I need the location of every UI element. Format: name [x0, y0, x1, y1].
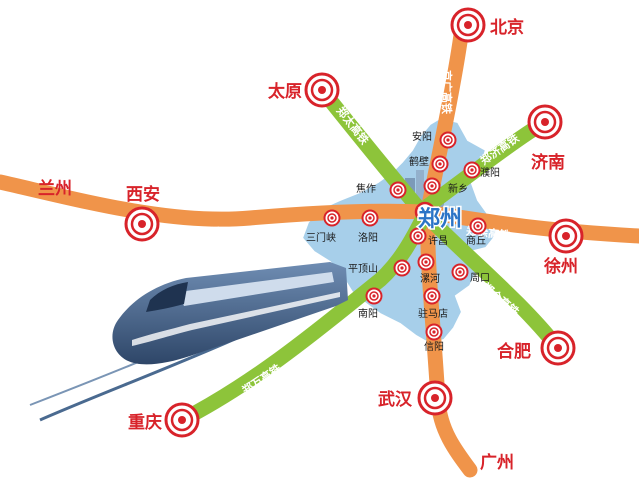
target-zhoukou-icon — [451, 263, 469, 281]
city-label-xuchang: 许昌 — [428, 235, 448, 247]
target-beijing-icon — [450, 7, 486, 43]
rail-line-zhenghe — [417, 206, 566, 356]
target-anyang-icon — [439, 131, 457, 149]
city-label-hefei: 合肥 — [497, 341, 531, 362]
target-hebi-icon — [431, 155, 449, 173]
city-label-sanmenxia: 三门峡 — [306, 231, 336, 244]
rail-label-jingguang: 京广高铁 — [440, 70, 454, 114]
target-wuhan-icon — [417, 380, 453, 416]
rail-label-zhengxi: 郑西高铁 — [178, 225, 223, 241]
target-taiyuan-icon — [304, 72, 340, 108]
city-label-lanzhou: 兰州 — [38, 178, 72, 199]
city-label-xinyang: 信阳 — [424, 341, 444, 353]
city-targets — [124, 7, 584, 438]
train-stripe — [132, 292, 340, 346]
train-window-strip — [178, 272, 334, 306]
target-sanmenxia-icon — [323, 209, 341, 227]
target-jiaozuo-icon — [389, 181, 407, 199]
city-label-hebi: 鹤壁 — [409, 155, 429, 168]
henan-province-shape — [300, 116, 502, 346]
target-xuzhou-icon — [548, 218, 584, 254]
city-label-guangzhou: 广州 — [480, 452, 514, 473]
target-pingdingshan-icon — [393, 259, 411, 277]
target-zhengzhou-icon — [414, 201, 436, 223]
city-label-puyang: 濮阳 — [480, 166, 500, 179]
city-label-shangqiu: 商丘 — [466, 234, 486, 247]
target-xinyang-icon — [425, 323, 443, 341]
train-windshield — [146, 282, 188, 312]
city-label-xuzhou: 徐州 — [543, 256, 578, 277]
target-shangqiu-icon — [469, 217, 487, 235]
henan-city-targets — [323, 131, 487, 341]
rail-line-zhengxu — [417, 204, 639, 244]
target-puyang-icon — [463, 161, 481, 179]
city-label-zhumadian: 驻马店 — [418, 307, 448, 320]
target-luohe-icon — [417, 253, 435, 271]
target-hefei-icon — [540, 330, 576, 366]
hub-label-zhengzhou: 郑州 — [418, 207, 462, 232]
city-label-pingdingshan: 平顶山 — [348, 263, 378, 275]
target-luoyang-icon — [361, 209, 379, 227]
city-label-luoyang: 洛阳 — [358, 231, 378, 244]
city-label-nanyang: 南阳 — [358, 307, 378, 320]
rail-label-zhengtai: 郑太高铁 — [334, 104, 372, 147]
city-label-xian: 西安 — [126, 184, 160, 205]
city-label-xinxiang: 新乡 — [448, 182, 468, 195]
target-chongqing-icon — [164, 402, 200, 438]
city-label-wuhan: 武汉 — [378, 389, 413, 410]
target-zhumadian-icon — [423, 287, 441, 305]
target-jinan-icon — [527, 104, 563, 140]
city-label-luohe: 漯河 — [420, 273, 440, 285]
rail-line-zhengwan — [174, 206, 433, 428]
train-illustration — [29, 262, 349, 422]
city-label-zhoukou: 周口 — [470, 272, 490, 284]
city-label-jinan: 济南 — [531, 152, 565, 173]
target-xuchang-icon — [409, 227, 427, 245]
target-nanyang-icon — [365, 287, 383, 305]
city-label-taiyuan: 太原 — [268, 81, 302, 102]
city-labels: 郑州 北京 太原 济南 兰州 西安 徐州 合肥 武汉 重庆 广州 安阳 鹤壁 濮… — [38, 17, 578, 473]
city-label-jiaozuo: 焦作 — [356, 182, 376, 195]
city-label-beijing: 北京 — [490, 17, 524, 38]
city-label-chongqing: 重庆 — [128, 412, 162, 433]
city-label-anyang: 安阳 — [412, 130, 432, 143]
target-xinxiang-icon — [423, 177, 441, 195]
target-xian-icon — [124, 206, 160, 242]
